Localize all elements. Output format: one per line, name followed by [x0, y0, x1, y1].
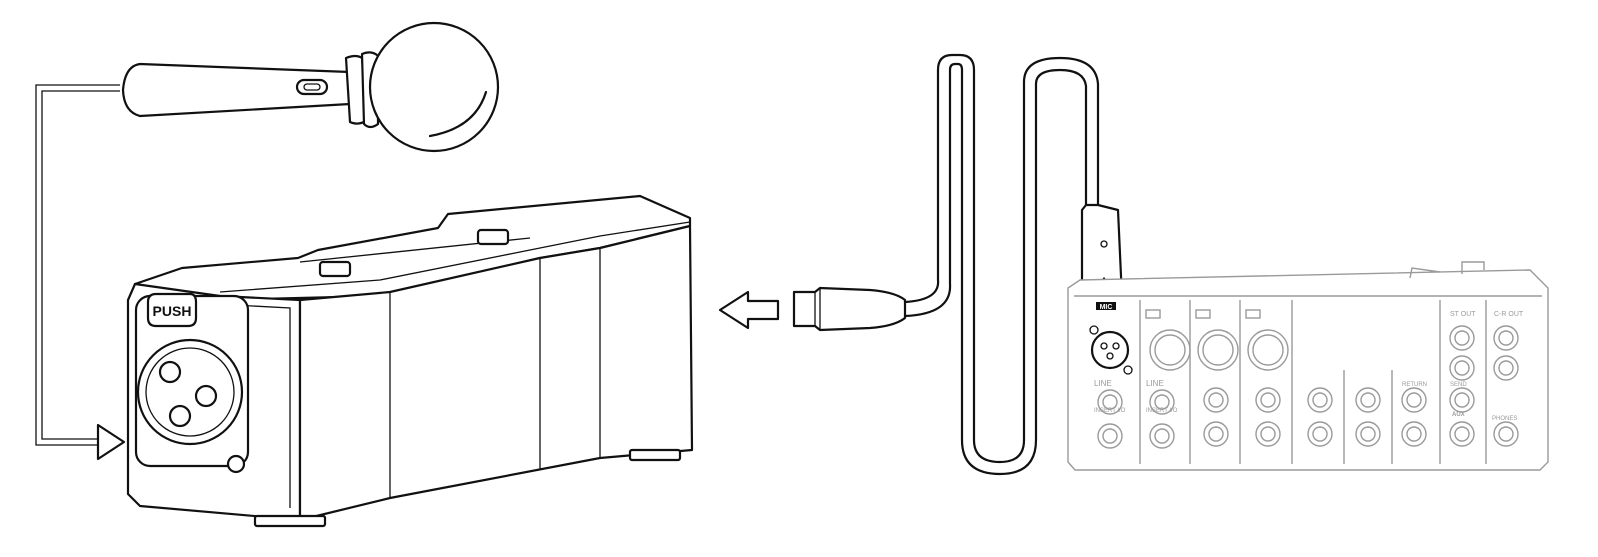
mixer-line-jacks [1097, 387, 1427, 449]
mixer: MIC LINE LINE INSERT I/O INSERT I/O [1067, 261, 1549, 471]
svg-text:ST OUT: ST OUT [1450, 311, 1476, 318]
svg-text:C-R OUT: C-R OUT [1494, 311, 1524, 318]
svg-text:MIC: MIC [1100, 304, 1113, 311]
microphone [121, 21, 500, 153]
latch-icon [476, 228, 510, 246]
svg-text:LINE: LINE [1146, 379, 1164, 388]
mixer-mic-input-jack[interactable] [1089, 325, 1133, 375]
xlr-input-jack[interactable] [134, 294, 250, 474]
mic-grille [368, 21, 500, 153]
xlr-cable [792, 53, 1124, 476]
svg-text:LINE: LINE [1094, 379, 1112, 388]
mixer-output-jacks [1449, 325, 1519, 447]
svg-text:RETURN: RETURN [1402, 382, 1427, 388]
push-release-tab[interactable]: PUSH [146, 292, 198, 328]
xlr-male-plug [792, 286, 907, 332]
svg-text:INSERT I/O: INSERT I/O [1094, 408, 1126, 414]
push-label: PUSH [153, 303, 192, 319]
svg-text:SEND: SEND [1450, 382, 1467, 388]
preamp-unit: PUSH [126, 194, 694, 528]
connection-arrow [718, 290, 780, 330]
signal-route-arrow [35, 84, 126, 461]
mixer-xlr-jacks [1145, 309, 1289, 371]
svg-text:AUX: AUX [1452, 412, 1465, 418]
mic-label-box [1096, 302, 1116, 310]
svg-text:PHONES: PHONES [1492, 416, 1517, 422]
latch-icon [318, 260, 352, 278]
svg-text:INSERT I/O: INSERT I/O [1146, 408, 1178, 414]
mic-switch-icon [295, 78, 329, 96]
